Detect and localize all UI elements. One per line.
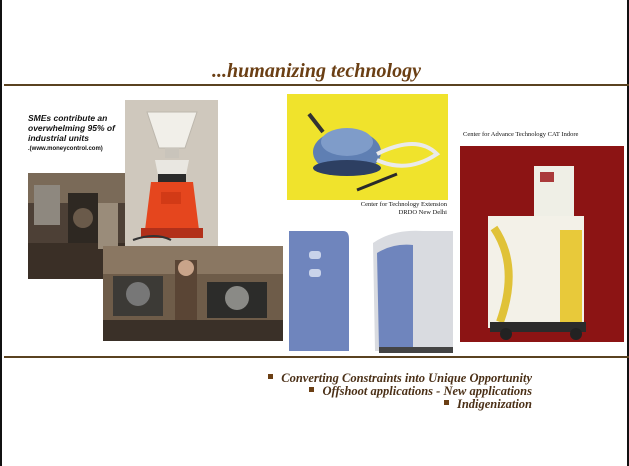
cream-separator-photo <box>125 100 218 248</box>
sme-note: SMEs contribute an overwhelming 95% of i… <box>28 113 128 154</box>
title-divider <box>4 84 629 86</box>
bullet-item: Indigenization <box>443 397 532 411</box>
workshop-photo-large <box>103 246 283 341</box>
bullet-item: Converting Constraints into Unique Oppor… <box>268 372 532 384</box>
bullet-text: Converting Constraints into Unique Oppor… <box>281 371 532 385</box>
device-renders-photo <box>283 223 458 357</box>
bullet-square-icon <box>443 399 449 405</box>
bullet-item: Offshoot applications - New applications <box>309 385 532 397</box>
dental-device-photo <box>287 94 448 200</box>
sme-note-text: SMEs contribute an overwhelming 95% of i… <box>28 113 115 143</box>
bullet-text: Indigenization <box>456 397 532 411</box>
caption-delhi-line2: DRDO New Delhi <box>398 209 447 216</box>
caption-delhi: Center for Technology Extension DRDO New… <box>337 201 447 217</box>
slide-title: ...humanizing technology <box>212 60 421 82</box>
bullet-square-icon <box>309 386 315 392</box>
sme-note-source: .(www.moneycontrol.com) <box>28 146 103 152</box>
bullet-square-icon <box>268 373 274 379</box>
caption-indore: Center for Advance Technology CAT Indore <box>463 131 579 138</box>
caption-delhi-line1: Center for Technology Extension <box>360 201 447 208</box>
bullet-text: Offshoot applications - New applications <box>322 384 532 398</box>
medical-machine-photo <box>460 146 624 342</box>
bottom-divider <box>4 356 629 358</box>
